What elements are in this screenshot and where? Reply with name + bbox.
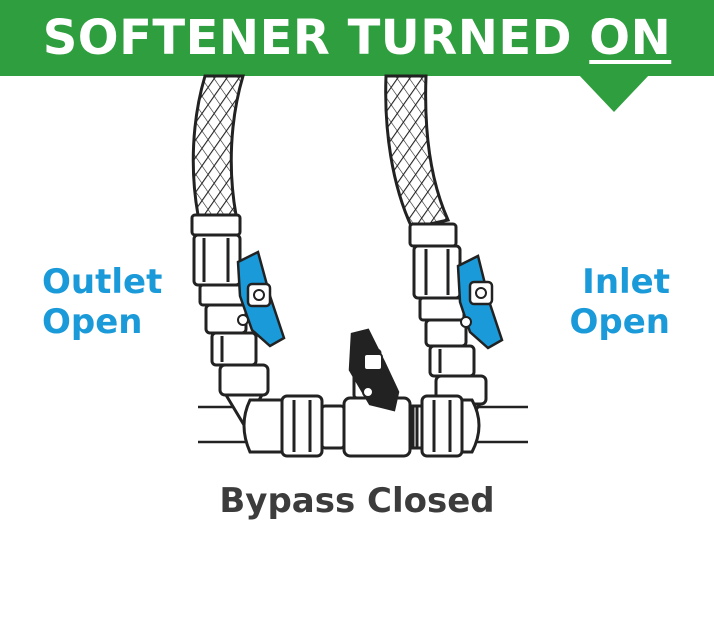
outlet-valve-handle-icon	[236, 250, 286, 348]
banner-title-prefix: SOFTENER TURNED	[42, 10, 590, 66]
header-banner: SOFTENER TURNED ON	[0, 0, 714, 76]
outlet-hose	[191, 74, 246, 217]
inlet-open-label: Inlet Open	[560, 262, 670, 342]
outlet-fittings	[190, 213, 270, 428]
inlet-hose	[384, 74, 451, 230]
inlet-valve-handle-icon	[456, 254, 504, 350]
bypass-valve-handle-icon	[348, 328, 400, 412]
outlet-label-line1: Outlet	[42, 262, 163, 302]
banner-title: SOFTENER TURNED ON	[0, 6, 714, 70]
outlet-label-line2: Open	[42, 302, 143, 342]
banner-pointer-icon	[578, 74, 650, 112]
inlet-label-line1: Inlet	[582, 262, 670, 302]
outlet-open-label: Outlet Open	[42, 262, 162, 342]
inlet-label-line2: Open	[569, 302, 670, 342]
banner-title-emphasis: ON	[589, 10, 672, 66]
bypass-closed-label: Bypass Closed	[219, 481, 495, 521]
